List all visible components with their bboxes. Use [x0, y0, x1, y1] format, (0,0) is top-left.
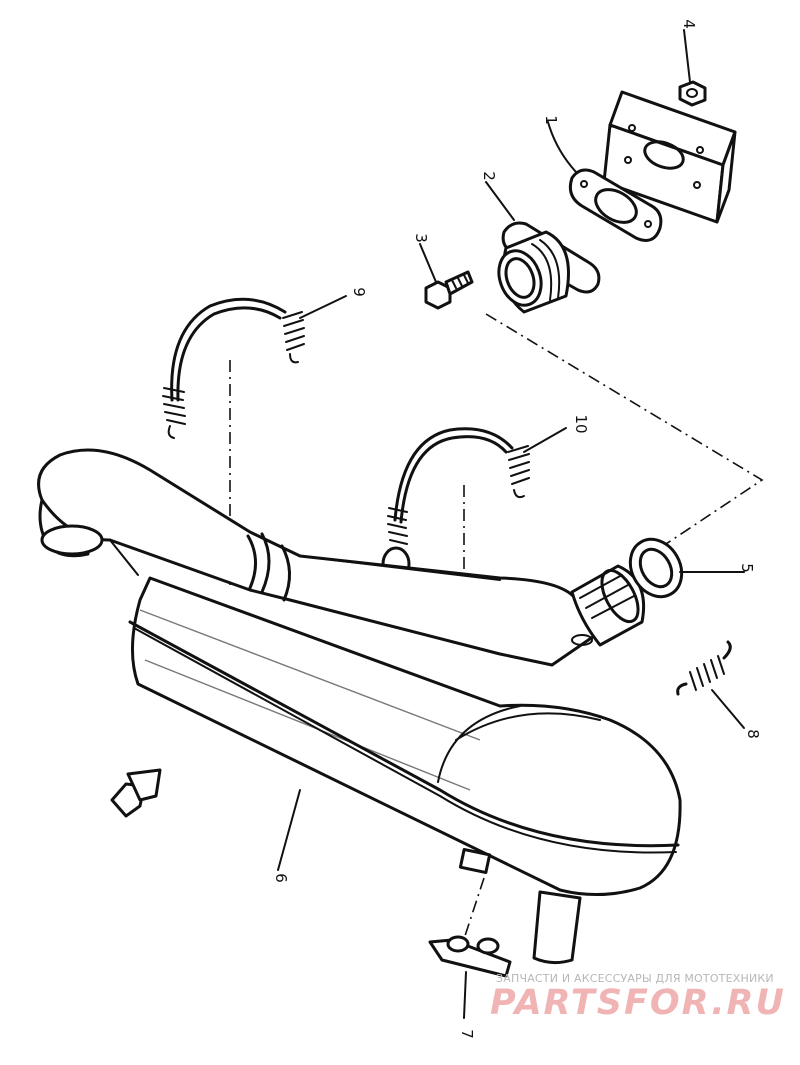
ring-gasket [628, 537, 684, 599]
callout-8: 8 [744, 729, 762, 739]
callout-2: 2 [480, 171, 498, 181]
mounting-bracket [428, 935, 512, 978]
spring-upper [162, 297, 305, 439]
watermark-logo: PARTSFOR.RU [490, 983, 786, 1023]
nut [678, 80, 707, 107]
exhaust-gasket [568, 168, 663, 242]
exhaust-joint [497, 221, 601, 314]
callout-10: 10 [572, 414, 590, 433]
callout-4: 4 [680, 19, 698, 29]
rubber-clip [110, 768, 162, 818]
callout-5: 5 [738, 563, 756, 573]
leader-lines [277, 29, 745, 1019]
callout-labels: 1 2 3 4 5 6 7 8 9 10 [272, 19, 762, 1039]
cylinder-flange-block [602, 90, 737, 224]
muffler [128, 576, 682, 965]
spring-lower [381, 427, 530, 582]
exhaust-pipe [37, 448, 646, 667]
bolt [424, 270, 474, 310]
callout-9: 9 [350, 287, 368, 297]
tension-spring [676, 640, 732, 696]
watermark-caption: ЗАПЧАСТИ И АКСЕССУАРЫ ДЛЯ МОТОТЕХНИКИ [496, 972, 774, 985]
callout-3: 3 [412, 233, 430, 243]
callout-7: 7 [458, 1029, 476, 1039]
callout-6: 6 [272, 873, 290, 883]
callout-1: 1 [542, 115, 560, 125]
